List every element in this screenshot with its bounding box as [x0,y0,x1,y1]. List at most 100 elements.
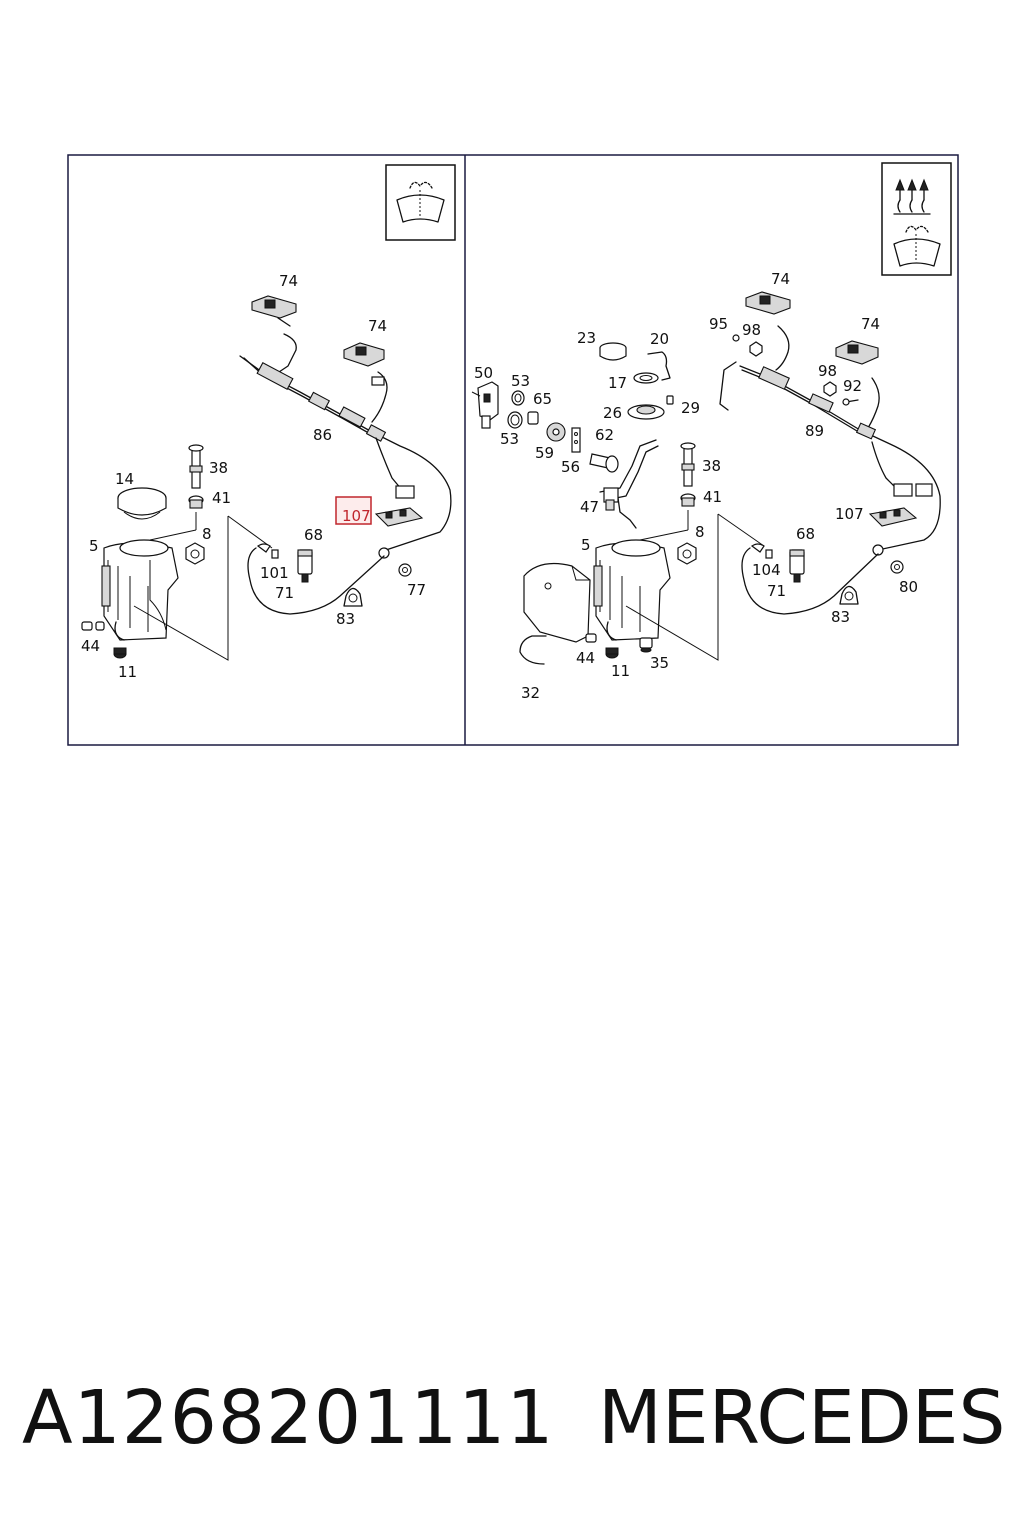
right-symbol-box [881,162,952,276]
callout-74: 74 [861,315,880,333]
callout-20: 20 [650,330,669,348]
nozzle-74-upper [251,295,297,379]
nut-8-right [677,542,697,565]
hose-47 [599,439,659,529]
callout-44: 44 [81,637,100,655]
callout-23: 23 [577,329,596,347]
clip-83-right [839,585,859,605]
screw-92 [842,398,859,406]
reservoir-5-right [593,539,671,641]
callout-98: 98 [742,321,761,339]
plug-35 [639,637,653,653]
callout-65: 65 [533,390,552,408]
callout-50: 50 [474,364,493,382]
callout-74: 74 [771,270,790,288]
callout-80: 80 [899,578,918,596]
callout-5: 5 [89,537,99,555]
callout-104: 104 [752,561,781,579]
level-sensor-38-right [680,442,696,487]
nozzle-74-lower [343,342,388,423]
highlight-box-107 [335,496,372,525]
windshield-washer-icon [893,225,941,267]
right-panel [471,162,952,665]
callout-32: 32 [521,684,540,702]
clip-83 [343,587,363,607]
callout-83: 83 [831,608,850,626]
aux-reservoir [523,563,591,643]
seal-11-right [605,647,619,659]
connector-44 [81,621,105,631]
connector-44-right [585,633,597,643]
callout-35: 35 [650,654,669,672]
nut-98-upper [749,341,763,357]
callout-71: 71 [275,584,294,602]
seal-53-upper [511,390,525,406]
footer: A1268201111 MERCEDES [0,1368,1024,1478]
pump-68 [297,549,313,583]
callout-41: 41 [212,489,231,507]
hose-32 [519,635,547,665]
callout-44: 44 [576,649,595,667]
seal-53-lower [507,411,523,429]
grommet-101 [256,543,279,559]
callout-53: 53 [511,372,530,390]
ring-17 [633,372,659,384]
seal-11 [113,647,127,659]
callout-98: 98 [818,362,837,380]
callout-11: 11 [118,663,137,681]
callout-59: 59 [535,444,554,462]
callout-62: 62 [595,426,614,444]
nut-8 [185,542,205,565]
bolt-62 [589,453,619,473]
plug-29 [666,395,674,405]
callout-107: 107 [835,505,864,523]
grommet-80 [890,560,904,574]
callout-26: 26 [603,404,622,422]
hose-86 [239,355,452,559]
level-sensor-38 [188,444,204,489]
callout-107-highlighted: 107 [342,507,371,525]
strip-56 [571,427,581,453]
bracket-107-right [868,507,918,527]
nozzle-74-lower-right [835,340,880,429]
callout-74: 74 [368,317,387,335]
callout-14: 14 [115,470,134,488]
flange-26 [627,404,665,420]
callout-83: 83 [336,610,355,628]
left-panel [81,164,456,661]
seal-65 [527,411,539,425]
grommet-41-right [639,493,696,541]
callout-41: 41 [703,488,722,506]
callout-92: 92 [843,377,862,395]
hose-89 [719,361,941,556]
windshield-washer-icon [385,164,456,241]
bracket-20 [647,351,671,381]
hose-71 [247,547,385,615]
callout-29: 29 [681,399,700,417]
grommet-77 [398,563,412,577]
callout-8: 8 [202,525,212,543]
hose-71-right [741,547,879,615]
pump-50 [471,381,499,429]
callout-38: 38 [702,457,721,475]
bracket-107 [374,507,424,527]
callout-86: 86 [313,426,332,444]
callout-68: 68 [304,526,323,544]
nozzle-74-upper-right [745,291,791,371]
callout-74: 74 [279,272,298,290]
callout-11: 11 [611,662,630,680]
callout-77: 77 [407,581,426,599]
callout-71: 71 [767,582,786,600]
reservoir-5 [101,539,179,641]
cap-14 [117,487,167,520]
part-95 [732,334,740,342]
grommet-104 [750,543,773,559]
pump-68-right [789,549,805,583]
callout-5: 5 [581,536,591,554]
grommet-41 [149,495,204,541]
part-number: A1268201111 [22,1375,555,1461]
callout-17: 17 [608,374,627,392]
